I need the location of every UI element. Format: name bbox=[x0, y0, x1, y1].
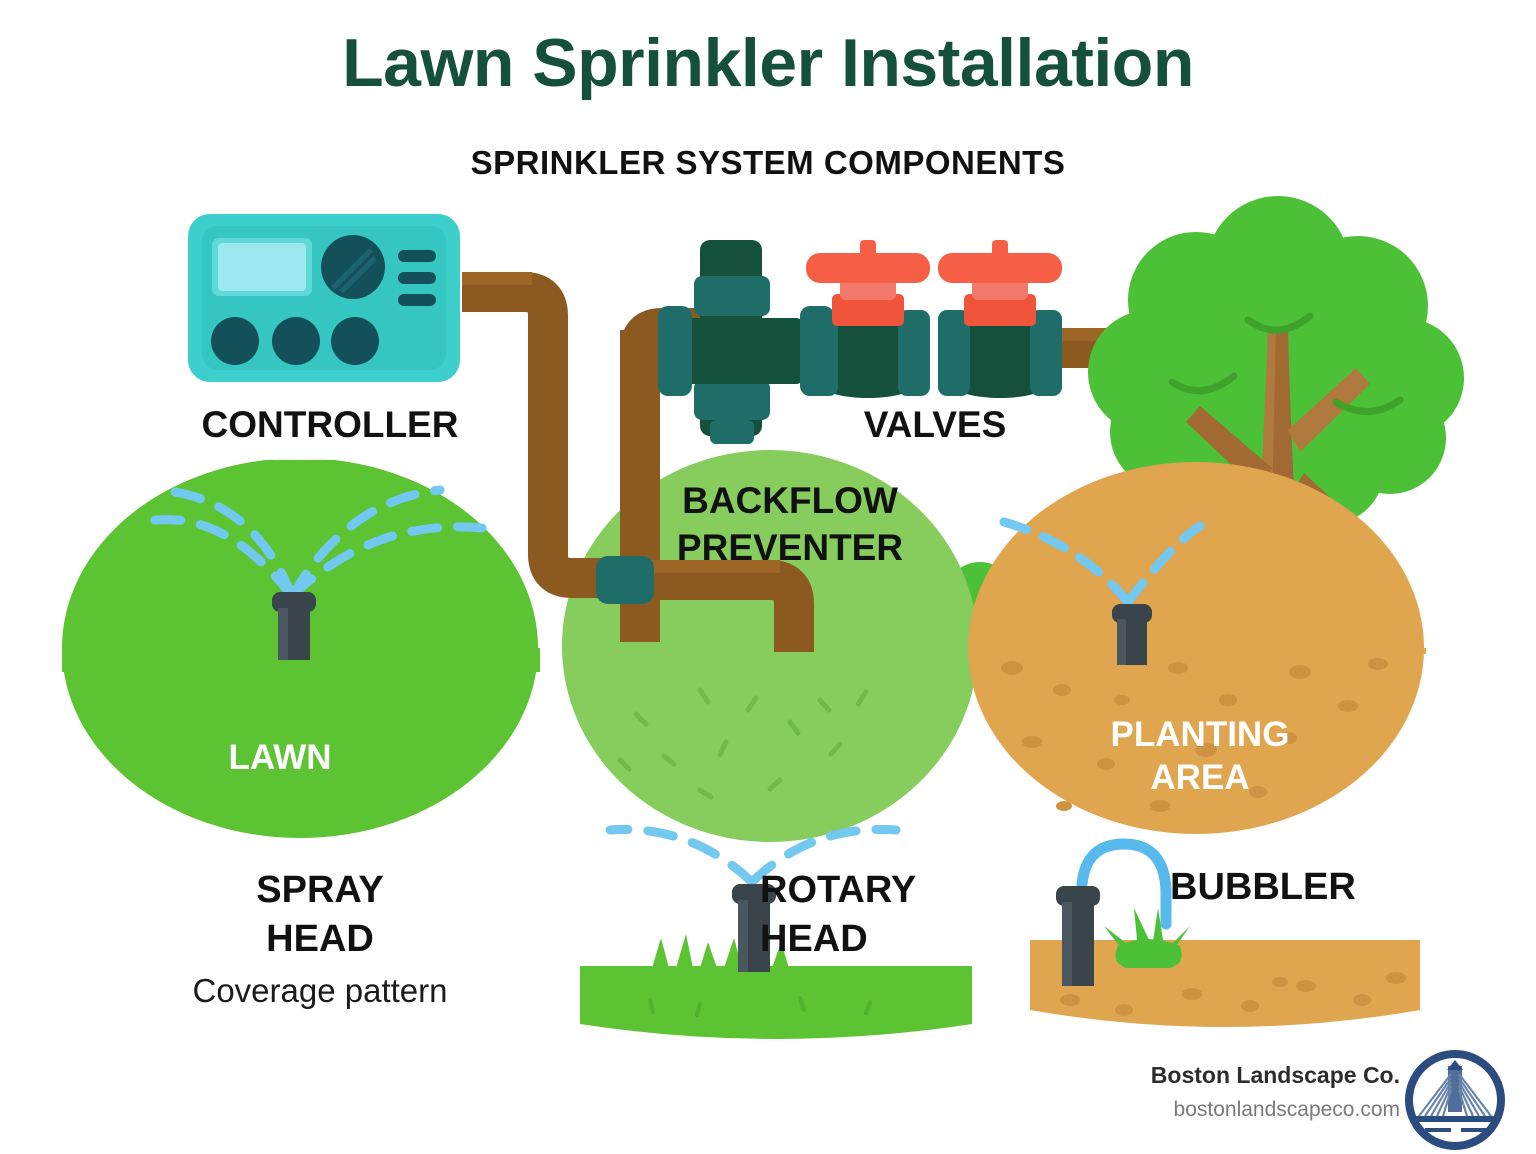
water-spray-arcs bbox=[139, 485, 487, 601]
zone-label-lawn: LAWN bbox=[228, 738, 332, 777]
valve-2-graphic bbox=[938, 240, 1062, 398]
label-bubbler: BUBBLER bbox=[1170, 866, 1356, 908]
label-controller: CONTROLLER bbox=[201, 404, 459, 445]
zone-mid-turf-graphic bbox=[562, 450, 978, 842]
label-valves: VALVES bbox=[863, 404, 1007, 445]
planting-spray-graphic bbox=[999, 517, 1205, 665]
rotary-head-graphic bbox=[580, 824, 972, 1039]
page-subtitle: SPRINKLER SYSTEM COMPONENTS bbox=[470, 144, 1066, 181]
spray-head-graphic bbox=[139, 485, 487, 660]
pipe-network bbox=[462, 272, 814, 652]
bubbler-graphic bbox=[1030, 838, 1420, 1027]
small-plant-icon bbox=[1104, 908, 1190, 968]
pipe-highlights bbox=[462, 272, 780, 573]
page-title: Lawn Sprinkler Installation bbox=[342, 25, 1194, 101]
bridge-logo-icon bbox=[1405, 1050, 1505, 1150]
label-backflow-preventer: BACKFLOW PREVENTER bbox=[676, 480, 904, 569]
label-rotary-head: ROTARY HEAD bbox=[760, 869, 917, 961]
pipe-fittings bbox=[596, 556, 654, 604]
zone-label-planting-area: PLANTING AREA bbox=[1110, 715, 1290, 797]
valve-1-graphic bbox=[806, 240, 930, 398]
label-coverage-pattern: Coverage pattern bbox=[192, 972, 448, 1009]
footer-website: bostonlandscapeco.com bbox=[1173, 1098, 1400, 1121]
label-spray-head: SPRAY HEAD bbox=[256, 869, 384, 961]
controller-graphic bbox=[188, 214, 460, 382]
footer-company-name: Boston Landscape Co. bbox=[1150, 1062, 1400, 1088]
